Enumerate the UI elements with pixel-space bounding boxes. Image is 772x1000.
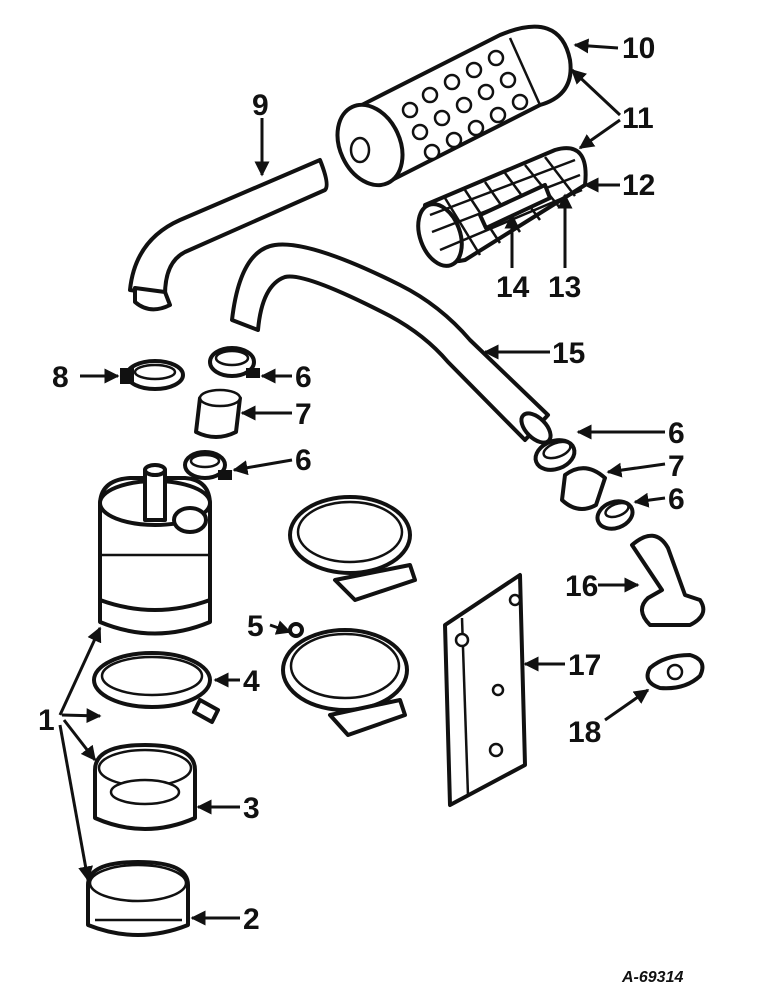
outer-filter-element bbox=[335, 24, 573, 188]
hose-clamp-8 bbox=[120, 359, 185, 391]
mounting-band-upper bbox=[288, 495, 417, 602]
hose-clamp-6-upper-right bbox=[533, 438, 577, 472]
elbow-16 bbox=[630, 533, 706, 627]
callout-18: 18 bbox=[568, 716, 601, 749]
callout-8: 8 bbox=[52, 361, 69, 394]
callout-6a: 6 bbox=[295, 361, 312, 394]
callout-6c: 6 bbox=[668, 417, 685, 450]
gasket-18 bbox=[645, 653, 705, 691]
bracket-17 bbox=[443, 573, 527, 807]
callout-1: 1 bbox=[38, 704, 55, 737]
callout-7a: 7 bbox=[295, 398, 312, 431]
hose-sleeve-7-left bbox=[194, 388, 242, 439]
callout-15: 15 bbox=[552, 337, 585, 370]
filter-perforations bbox=[401, 49, 529, 161]
callout-12: 12 bbox=[622, 169, 655, 202]
callout-7b: 7 bbox=[668, 450, 685, 483]
callout-2: 2 bbox=[243, 903, 260, 936]
callout-3: 3 bbox=[243, 792, 260, 825]
callout-11: 11 bbox=[622, 102, 654, 135]
callout-13: 13 bbox=[548, 271, 581, 304]
inner-mesh-screen bbox=[416, 146, 588, 268]
hose-sleeve-7-right bbox=[560, 466, 607, 511]
oil-cup-3 bbox=[93, 743, 197, 831]
hose-clamp-6-lower-left bbox=[183, 450, 232, 480]
callout-10: 10 bbox=[622, 32, 655, 65]
callout-5: 5 bbox=[247, 610, 264, 643]
curved-hose bbox=[128, 158, 329, 312]
leader-lines bbox=[58, 38, 666, 926]
callout-6b: 6 bbox=[295, 444, 312, 477]
hose-clamp-6-lower-right bbox=[595, 499, 635, 531]
air-cleaner-body bbox=[98, 463, 212, 636]
mounting-band-5 bbox=[281, 622, 409, 737]
ring-2 bbox=[86, 860, 190, 937]
callout-17: 17 bbox=[568, 649, 601, 682]
figure-code: A-69314 bbox=[621, 969, 683, 986]
callout-6d: 6 bbox=[668, 483, 685, 516]
band-clamp-4 bbox=[92, 651, 220, 724]
callout-9: 9 bbox=[252, 89, 269, 122]
callout-4: 4 bbox=[243, 665, 260, 698]
callout-14: 14 bbox=[496, 271, 530, 304]
callout-16: 16 bbox=[565, 570, 598, 603]
hose-clamp-6-upper-left bbox=[208, 346, 260, 378]
